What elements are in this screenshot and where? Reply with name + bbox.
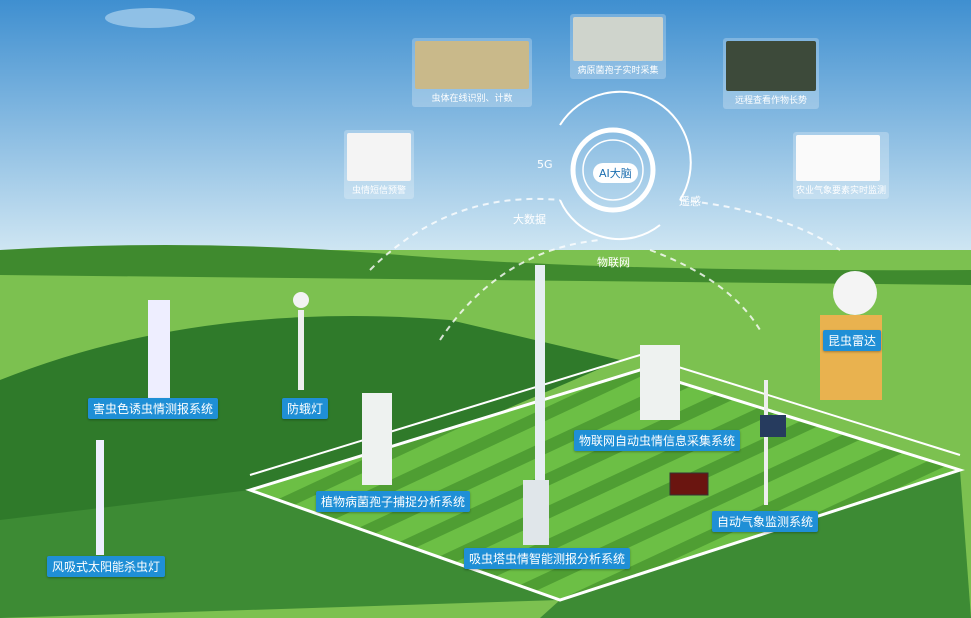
card-spore-collection: 病原菌孢子实时采集 bbox=[570, 14, 666, 79]
display-board bbox=[669, 472, 709, 496]
iot-trap bbox=[640, 345, 680, 420]
spore-trap bbox=[362, 393, 392, 485]
label-spore-capture-system: 植物病菌孢子捕捉分析系统 bbox=[316, 491, 471, 512]
ai-brain-cloud: AI大脑 bbox=[593, 163, 638, 183]
moth-lamp bbox=[298, 310, 304, 390]
solar-lamp bbox=[96, 440, 104, 555]
label-solar-insect-lamp: 风吸式太阳能杀虫灯 bbox=[47, 556, 166, 577]
hub-node-big-data: 大数据 bbox=[513, 213, 546, 226]
card-weather-monitoring: 农业气象要素实时监测 bbox=[793, 132, 890, 199]
color-trap bbox=[148, 300, 170, 410]
label-insect-tower-system: 吸虫塔虫情智能测报分析系统 bbox=[464, 548, 631, 569]
hub-node-iot: 物联网 bbox=[597, 256, 630, 269]
hub-node-5g: 5G bbox=[537, 158, 553, 171]
radar-building bbox=[820, 315, 882, 400]
cloud bbox=[105, 8, 195, 28]
card-sms-alert: 虫情短信预警 bbox=[344, 130, 414, 199]
hub-node-remote-sensing: 遥感 bbox=[679, 195, 701, 208]
label-insect-radar: 昆虫雷达 bbox=[823, 330, 882, 351]
treeline bbox=[0, 245, 971, 285]
weather-station bbox=[764, 380, 768, 505]
fence bbox=[245, 368, 965, 602]
label-iot-insect-system: 物联网自动虫情信息采集系统 bbox=[574, 430, 741, 451]
label-moth-lamp: 防蛾灯 bbox=[282, 398, 329, 419]
insect-tower bbox=[535, 265, 545, 545]
card-insect-recognition: 虫体在线识别、计数 bbox=[412, 38, 532, 107]
card-crop-growth: 远程查看作物长势 bbox=[723, 38, 819, 109]
label-color-trap-system: 害虫色诱虫情测报系统 bbox=[88, 398, 219, 419]
label-weather-station: 自动气象监测系统 bbox=[712, 511, 819, 532]
radar-dish bbox=[833, 271, 877, 315]
